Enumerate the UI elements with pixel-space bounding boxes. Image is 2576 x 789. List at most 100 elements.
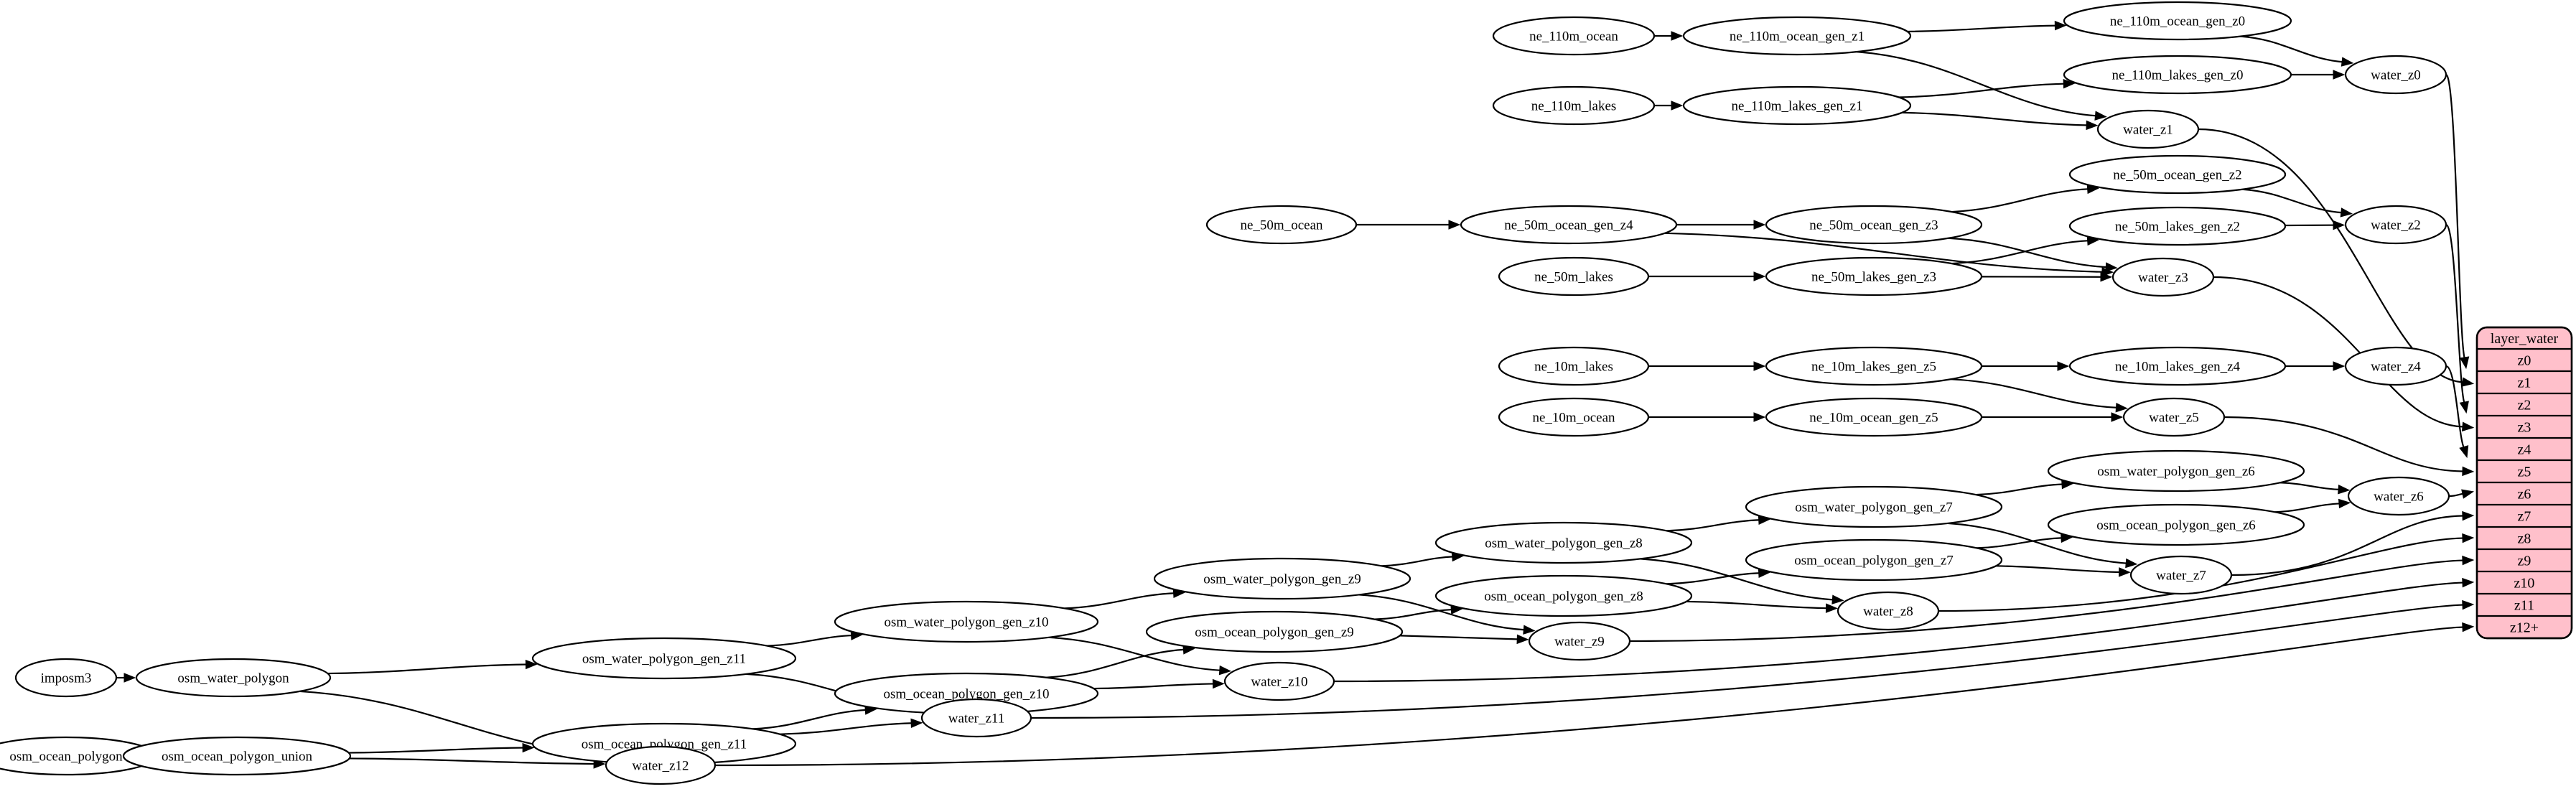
node-shape-water_z4[interactable] xyxy=(2344,346,2447,386)
node-shape-water_z7[interactable] xyxy=(2129,555,2233,595)
node-water_z7[interactable]: water_z7 xyxy=(2129,555,2233,595)
node-water_z4[interactable]: water_z4 xyxy=(2344,346,2447,386)
edge-water_z5-to-layer_water_z5 xyxy=(2223,416,2466,472)
node-osm_water_polygon_gen_z11[interactable]: osm_water_polygon_gen_z11 xyxy=(531,637,797,680)
node-osm_ocean_polygon_union[interactable]: osm_ocean_polygon_union xyxy=(122,736,352,776)
node-water_z10[interactable]: water_z10 xyxy=(1223,661,1335,701)
node-water_z2[interactable]: water_z2 xyxy=(2344,205,2447,245)
node-water_z6[interactable]: water_z6 xyxy=(2347,476,2450,516)
node-imposm3[interactable]: imposm3 xyxy=(14,658,118,698)
layer-water-table: layer_waterz0z1z2z3z4z5z6z7z8z9z10z11z12… xyxy=(2475,326,2573,640)
node-shape-water_z8[interactable] xyxy=(1837,591,1940,631)
node-shape-ne_10m_lakes_gen_z5[interactable] xyxy=(1765,346,1983,386)
node-ne_50m_lakes_gen_z2[interactable]: ne_50m_lakes_gen_z2 xyxy=(2068,206,2287,246)
node-water_z12[interactable]: water_z12 xyxy=(605,745,717,785)
edge-water_z0-to-layer_water_z0 xyxy=(2445,73,2467,361)
node-water_z5[interactable]: water_z5 xyxy=(2122,397,2226,437)
node-ne_110m_ocean_gen_z0[interactable]: ne_110m_ocean_gen_z0 xyxy=(2063,1,2292,41)
arrowhead-ne_110m_lakes_gen_z0-to-water_z0 xyxy=(2333,70,2346,80)
node-osm_water_polygon_gen_z9[interactable]: osm_water_polygon_gen_z9 xyxy=(1153,557,1411,600)
node-shape-water_z5[interactable] xyxy=(2122,397,2226,437)
node-ne_50m_ocean_gen_z2[interactable]: ne_50m_ocean_gen_z2 xyxy=(2068,154,2287,195)
node-shape-ne_50m_ocean_gen_z2[interactable] xyxy=(2068,154,2287,195)
node-shape-ne_50m_lakes[interactable] xyxy=(1498,256,1650,297)
node-shape-ne_10m_ocean[interactable] xyxy=(1498,397,1650,437)
node-shape-osm_ocean_polygon_gen_z9[interactable] xyxy=(1145,610,1404,653)
node-shape-ne_110m_ocean[interactable] xyxy=(1492,16,1656,56)
arrowhead-ne_50m_ocean_gen_z2-to-water_z2 xyxy=(2340,207,2353,218)
arrowhead-osm_water_polygon_gen_z6-to-water_z6 xyxy=(2338,485,2351,495)
arrowhead-osm_ocean_polygon_gen_z9-to-water_z9 xyxy=(1516,634,1529,645)
node-ne_50m_lakes[interactable]: ne_50m_lakes xyxy=(1498,256,1650,297)
node-shape-osm_water_polygon_gen_z9[interactable] xyxy=(1153,557,1411,600)
node-shape-water_z6[interactable] xyxy=(2347,476,2450,516)
node-shape-ne_110m_ocean_gen_z1[interactable] xyxy=(1682,16,1912,56)
node-shape-ne_50m_lakes_gen_z3[interactable] xyxy=(1765,256,1983,297)
node-ne_10m_lakes_gen_z5[interactable]: ne_10m_lakes_gen_z5 xyxy=(1765,346,1983,386)
node-shape-ne_10m_ocean_gen_z5[interactable] xyxy=(1765,397,1983,437)
node-water_z8[interactable]: water_z8 xyxy=(1837,591,1940,631)
node-water_z1[interactable]: water_z1 xyxy=(2096,109,2200,149)
node-shape-ne_110m_lakes_gen_z1[interactable] xyxy=(1682,85,1912,126)
node-shape-osm_ocean_polygon_union[interactable] xyxy=(122,736,352,776)
node-osm_water_polygon_gen_z7[interactable]: osm_water_polygon_gen_z7 xyxy=(1745,485,2003,528)
node-shape-water_z10[interactable] xyxy=(1223,661,1335,701)
node-osm_ocean_polygon_gen_z8[interactable]: osm_ocean_polygon_gen_z8 xyxy=(1434,574,1693,617)
edge-osm_ocean_polygon_gen_z9-to-water_z9 xyxy=(1399,635,1521,640)
node-shape-ne_50m_lakes_gen_z2[interactable] xyxy=(2068,206,2287,246)
node-shape-osm_ocean_polygon_gen_z8[interactable] xyxy=(1434,574,1693,617)
node-ne_50m_ocean_gen_z3[interactable]: ne_50m_ocean_gen_z3 xyxy=(1765,205,1983,245)
node-shape-ne_10m_lakes_gen_z4[interactable] xyxy=(2068,346,2287,386)
node-shape-ne_110m_lakes[interactable] xyxy=(1492,85,1656,126)
node-shape-osm_water_polygon_gen_z11[interactable] xyxy=(531,637,797,680)
node-shape-ne_10m_lakes[interactable] xyxy=(1498,346,1650,386)
node-ne_110m_lakes_gen_z1[interactable]: ne_110m_lakes_gen_z1 xyxy=(1682,85,1912,126)
node-water_z11[interactable]: water_z11 xyxy=(920,698,1032,738)
node-water_z9[interactable]: water_z9 xyxy=(1528,621,1631,661)
node-osm_ocean_polygon_gen_z9[interactable]: osm_ocean_polygon_gen_z9 xyxy=(1145,610,1404,653)
node-shape-ne_50m_ocean[interactable] xyxy=(1205,205,1358,245)
node-shape-imposm3[interactable] xyxy=(14,658,118,698)
node-shape-osm_water_polygon_gen_z6[interactable] xyxy=(2047,449,2305,492)
node-ne_110m_lakes[interactable]: ne_110m_lakes xyxy=(1492,85,1656,126)
node-shape-osm_ocean_polygon_gen_z7[interactable] xyxy=(1745,538,2003,582)
edge-osm_ocean_polygon_gen_z11-to-water_z11 xyxy=(779,722,915,735)
node-shape-water_z11[interactable] xyxy=(920,698,1032,738)
node-ne_10m_ocean_gen_z5[interactable]: ne_10m_ocean_gen_z5 xyxy=(1765,397,1983,437)
node-ne_110m_lakes_gen_z0[interactable]: ne_110m_lakes_gen_z0 xyxy=(2063,55,2292,95)
node-shape-water_z2[interactable] xyxy=(2344,205,2447,245)
arrowhead-ne_110m_ocean_gen_z1-to-ne_110m_ocean_gen_z0 xyxy=(2054,20,2067,31)
node-osm_ocean_polygon_gen_z6[interactable]: osm_ocean_polygon_gen_z6 xyxy=(2047,503,2305,546)
node-osm_water_polygon_gen_z6[interactable]: osm_water_polygon_gen_z6 xyxy=(2047,449,2305,492)
node-shape-osm_ocean_polygon_gen_z6[interactable] xyxy=(2047,503,2305,546)
node-ne_110m_ocean[interactable]: ne_110m_ocean xyxy=(1492,16,1656,56)
node-shape-osm_water_polygon[interactable] xyxy=(135,658,332,698)
node-osm_ocean_polygon_gen_z7[interactable]: osm_ocean_polygon_gen_z7 xyxy=(1745,538,2003,582)
node-water_z0[interactable]: water_z0 xyxy=(2344,55,2447,95)
node-shape-water_z12[interactable] xyxy=(605,745,717,785)
node-shape-water_z1[interactable] xyxy=(2096,109,2200,149)
node-osm_water_polygon[interactable]: osm_water_polygon xyxy=(135,658,332,698)
node-ne_110m_ocean_gen_z1[interactable]: ne_110m_ocean_gen_z1 xyxy=(1682,16,1912,56)
node-shape-ne_110m_lakes_gen_z0[interactable] xyxy=(2063,55,2292,95)
node-ne_50m_lakes_gen_z3[interactable]: ne_50m_lakes_gen_z3 xyxy=(1765,256,1983,297)
node-ne_10m_ocean[interactable]: ne_10m_ocean xyxy=(1498,397,1650,437)
node-shape-osm_water_polygon_gen_z10[interactable] xyxy=(834,600,1099,643)
node-ne_10m_lakes_gen_z4[interactable]: ne_10m_lakes_gen_z4 xyxy=(2068,346,2287,386)
node-osm_water_polygon_gen_z8[interactable]: osm_water_polygon_gen_z8 xyxy=(1434,521,1693,564)
edge-osm_ocean_polygon_gen_z7-to-osm_ocean_polygon_gen_z6 xyxy=(1977,537,2065,549)
node-shape-water_z0[interactable] xyxy=(2344,55,2447,95)
node-shape-ne_50m_ocean_gen_z4[interactable] xyxy=(1460,205,1678,245)
node-shape-ne_50m_ocean_gen_z3[interactable] xyxy=(1765,205,1983,245)
node-shape-water_z9[interactable] xyxy=(1528,621,1631,661)
node-osm_water_polygon_gen_z10[interactable]: osm_water_polygon_gen_z10 xyxy=(834,600,1099,643)
node-ne_50m_ocean[interactable]: ne_50m_ocean xyxy=(1205,205,1358,245)
node-shape-ne_110m_ocean_gen_z0[interactable] xyxy=(2063,1,2292,41)
node-ne_50m_ocean_gen_z4[interactable]: ne_50m_ocean_gen_z4 xyxy=(1460,205,1678,245)
node-shape-osm_water_polygon_gen_z7[interactable] xyxy=(1745,485,2003,528)
node-shape-osm_water_polygon_gen_z8[interactable] xyxy=(1434,521,1693,564)
edge-osm_ocean_polygon_union-to-water_z12 xyxy=(349,757,597,765)
node-shape-water_z3[interactable] xyxy=(2111,257,2215,297)
node-water_z3[interactable]: water_z3 xyxy=(2111,257,2215,297)
node-ne_10m_lakes[interactable]: ne_10m_lakes xyxy=(1498,346,1650,386)
